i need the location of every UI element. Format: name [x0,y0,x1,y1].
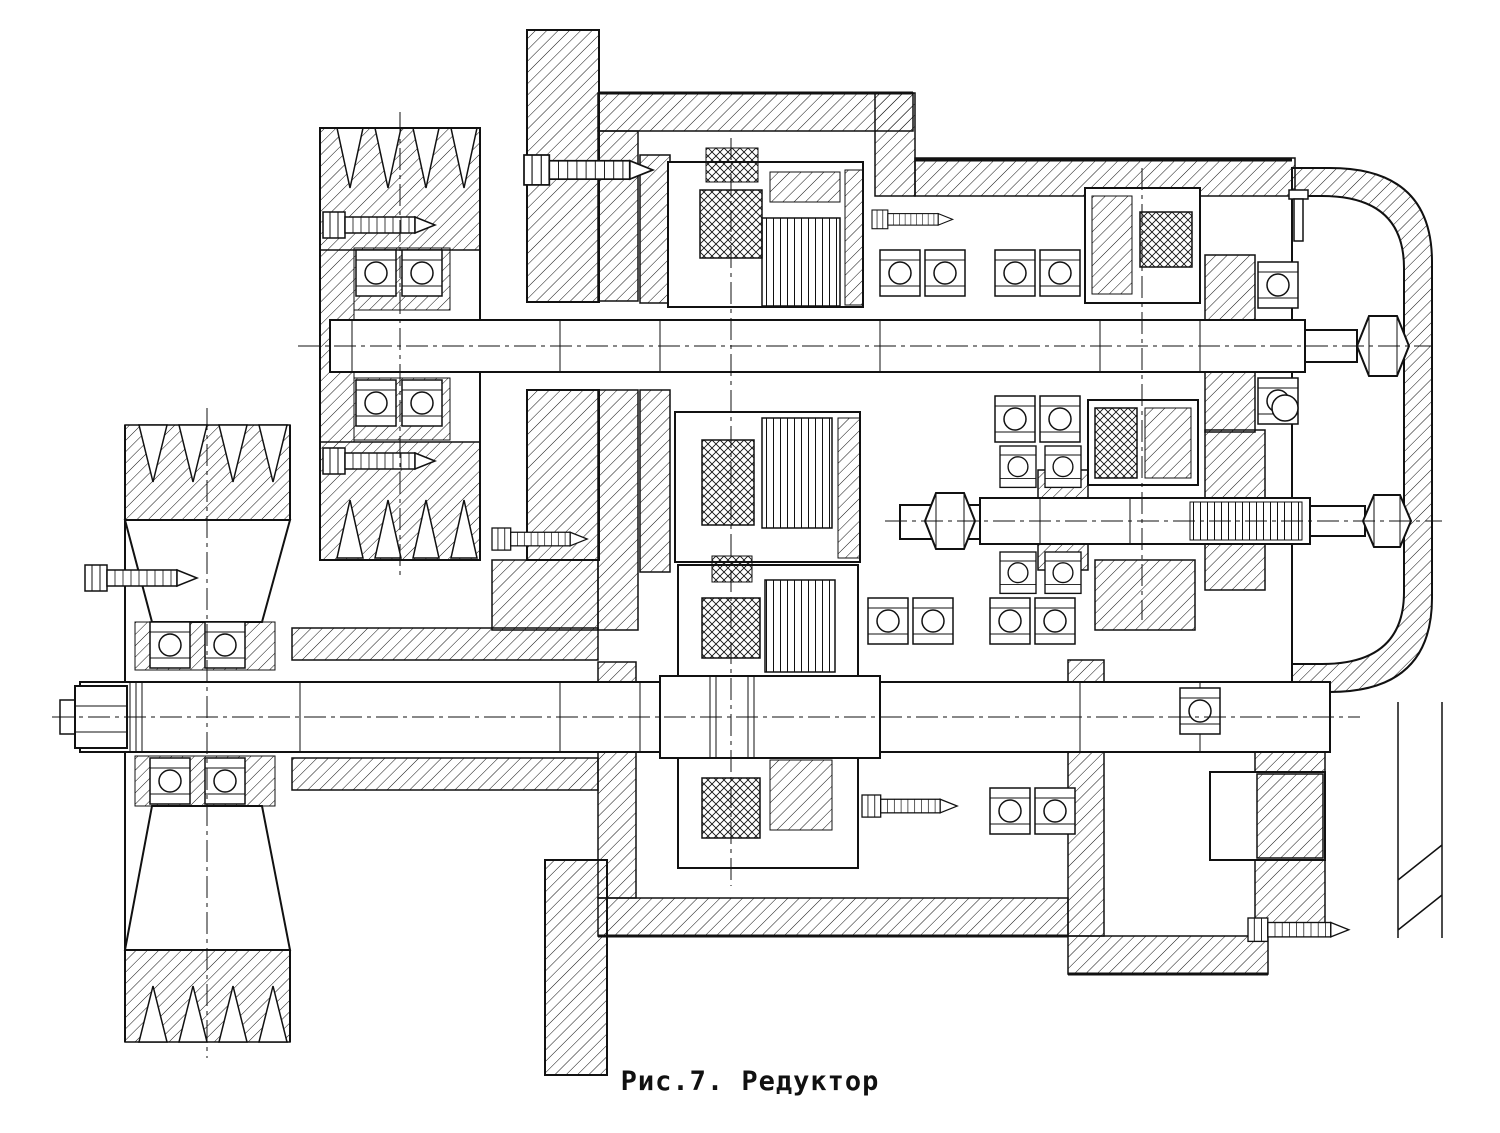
gear-cluster-middle [674,411,861,563]
bolts [84,154,1350,943]
break-lines [1397,702,1443,938]
gear-cluster-right [1084,187,1201,486]
centerlines [52,112,1442,1058]
mounting-flange [526,29,608,1076]
right-end-cover [1291,167,1433,693]
figure-caption: Рис.7. Редуктор [620,1066,880,1097]
intermediate-shaft [899,492,1413,550]
gear-cluster-upper [667,147,864,308]
